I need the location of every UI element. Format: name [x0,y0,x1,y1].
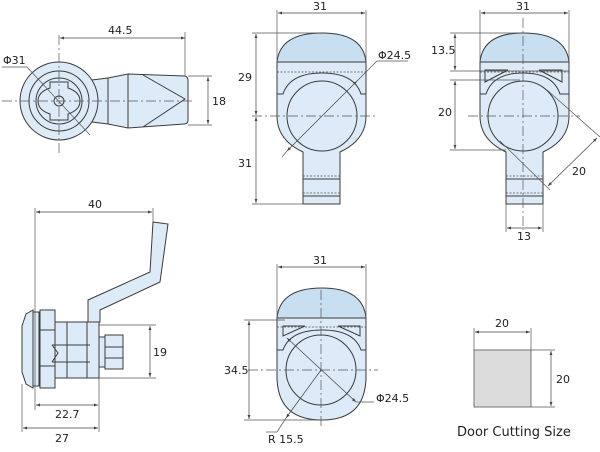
dim-cut-width: 20 [495,317,509,330]
dim-total-length: 27 [55,432,69,445]
dim-width: 31 [313,254,327,267]
rear-view-c: 31 34.5 Φ24.5 R 15.5 [224,254,409,446]
dim-diagonal: 20 [572,165,586,178]
rear-view-a: 31 29 31 Φ24.5 [238,0,411,205]
rear-view-b: 31 13.5 20 20 13 [431,0,600,243]
dim-lever-length: 40 [88,198,102,211]
dim-hole-diameter: Φ24.5 [378,49,411,62]
dim-hole-diameter: Φ24.5 [376,392,409,405]
door-cutting-title: Door Cutting Size [457,425,571,440]
dim-body-length: 22.7 [55,408,80,421]
front-view: 44.5 18 Φ31 [2,24,226,155]
dim-width: 31 [516,0,530,13]
dim-length: 44.5 [108,24,133,37]
dim-mid-height: 20 [438,106,452,119]
side-view: 40 19 22.7 27 [21,198,169,445]
dim-height: 34.5 [224,364,249,377]
dim-lower-height: 31 [238,157,252,170]
door-cutting-view: 20 20 Door Cutting Size [457,317,571,440]
dim-cut-height: 20 [556,373,570,386]
dim-tail-width: 13 [517,230,531,243]
dim-body-height: 19 [153,346,167,359]
dim-upper-height: 29 [238,71,252,84]
dim-radius: R 15.5 [268,433,304,446]
dim-height: 18 [212,95,226,108]
dim-width: 31 [313,0,327,13]
dim-top-offset: 13.5 [431,44,456,57]
dim-diameter: Φ31 [3,54,26,67]
